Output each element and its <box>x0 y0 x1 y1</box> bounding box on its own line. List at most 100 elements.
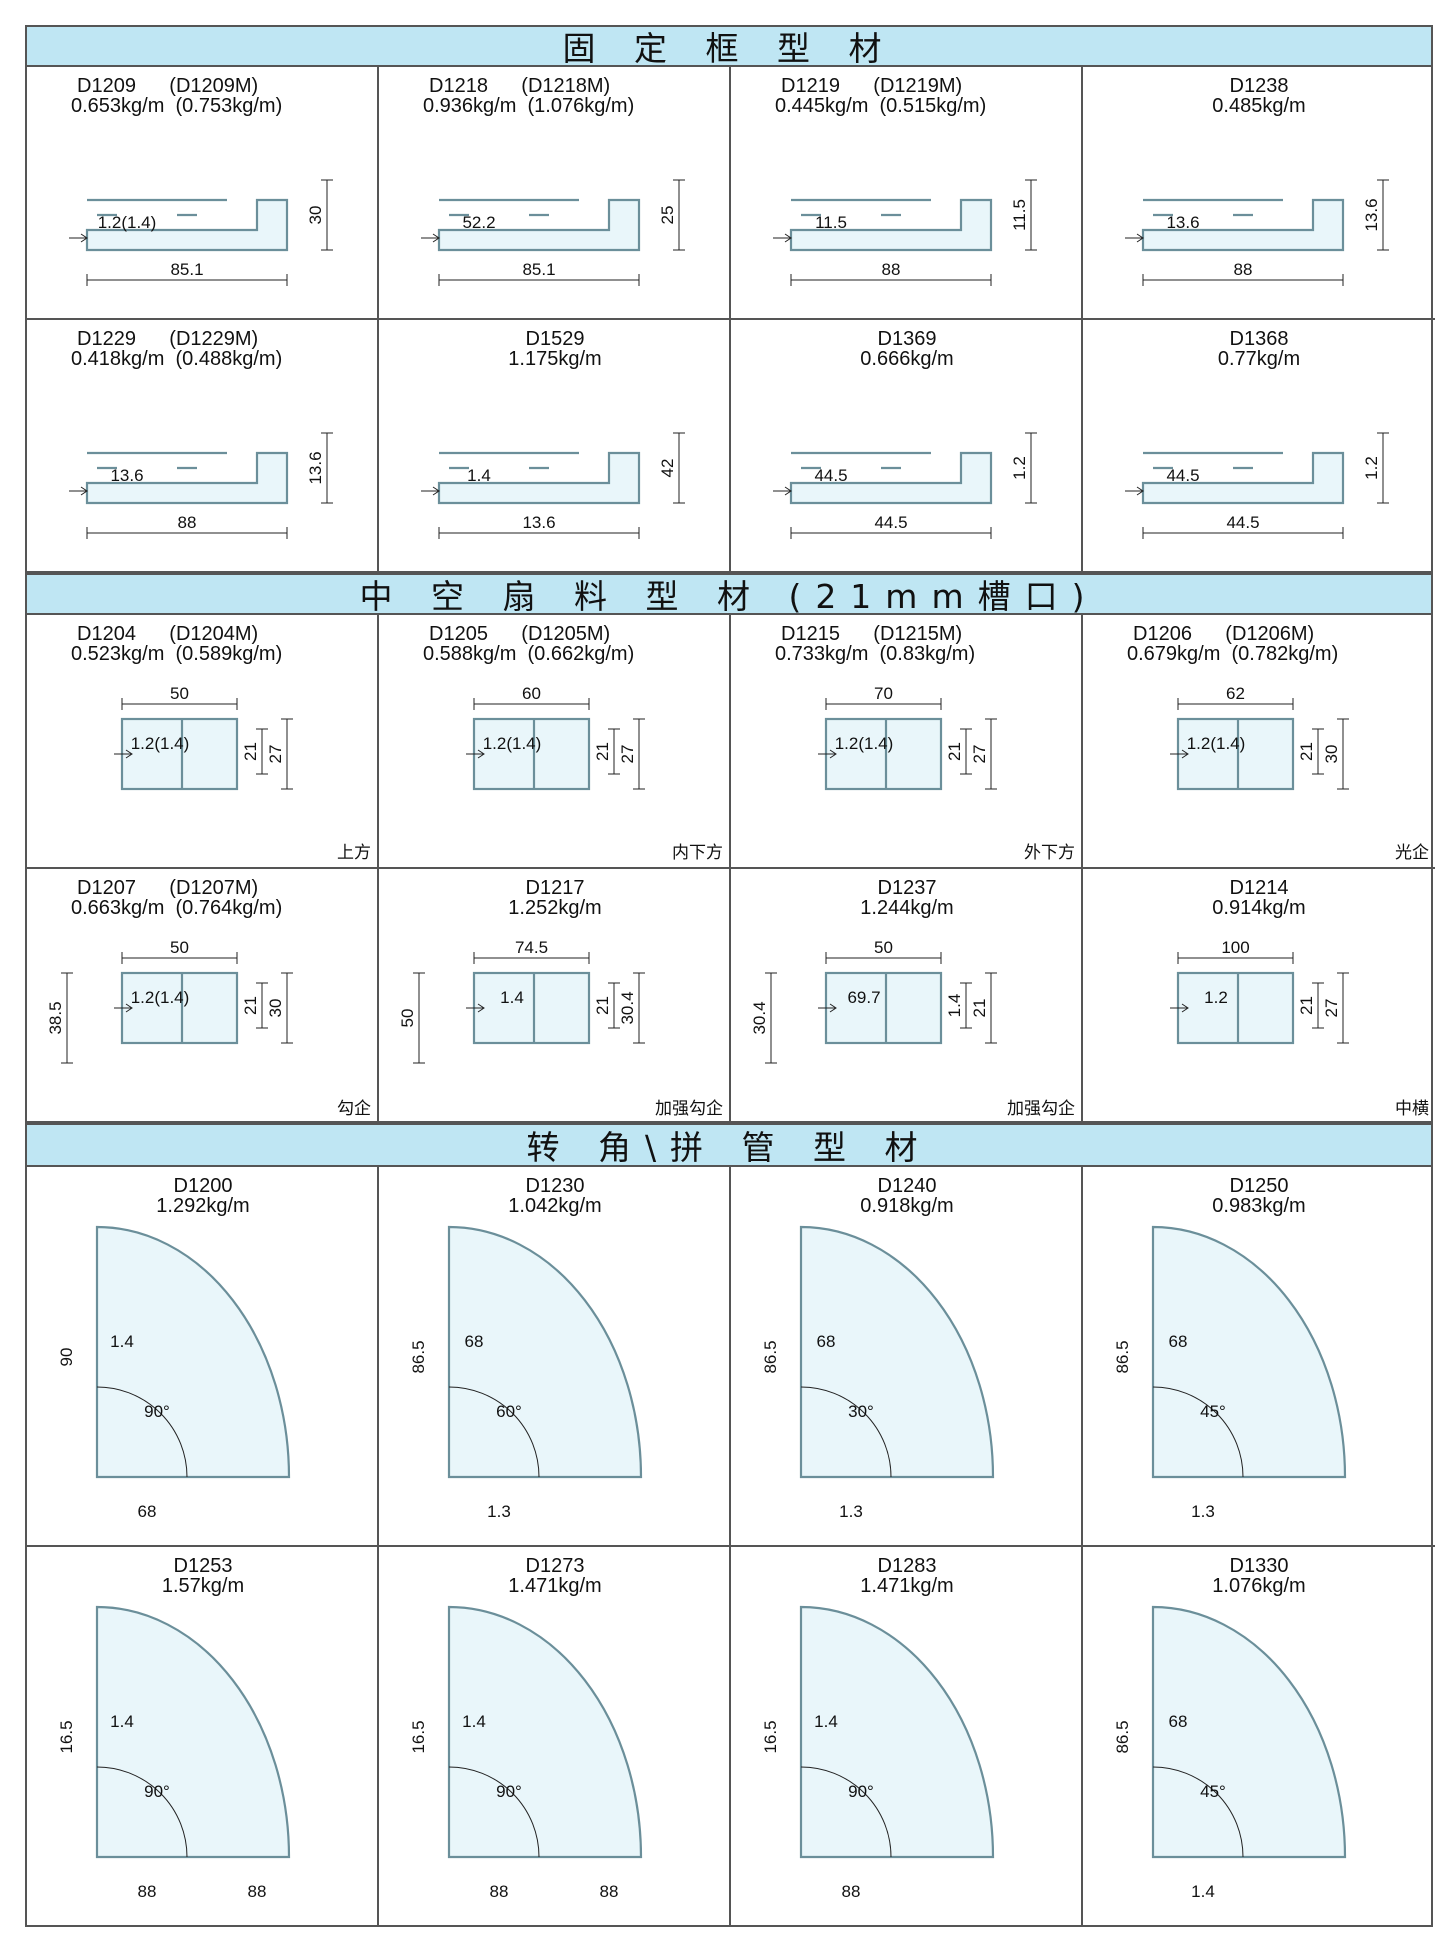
dimension-label: 68 <box>138 1502 157 1521</box>
dimension-label: 1.2 <box>1204 988 1228 1007</box>
profile-code: D1230 <box>525 1175 585 1197</box>
profile-weight-line: 0.523kg/m (0.589kg/m) <box>71 643 282 665</box>
profile-code: D1214 <box>1229 877 1289 899</box>
profile-shape <box>95 1225 291 1479</box>
profile-weight: 0.679kg/m <box>1127 643 1221 665</box>
profile-alt-code: (D1229M) <box>169 328 259 350</box>
angle-label: 45° <box>1200 1402 1226 1421</box>
profile-weight: 1.042kg/m <box>508 1195 602 1217</box>
dimension-label: 13.6 <box>1362 198 1381 231</box>
profile-shape <box>87 451 227 470</box>
angle-arc <box>1152 1386 1244 1478</box>
profile-shape <box>1141 198 1345 252</box>
profile-shape <box>95 1605 291 1859</box>
profile-code: D1204 <box>77 623 136 645</box>
profile-weight: 0.445kg/m <box>775 95 869 117</box>
profile-code-line: D1207 (D1207M) <box>77 877 258 899</box>
angle-arc <box>448 1766 540 1858</box>
dimension-arrow <box>1125 486 1144 496</box>
profile-code-line: D1219 (D1219M) <box>781 75 962 97</box>
profile-alt-code: (D1209M) <box>169 75 259 97</box>
dimension-label: 1.4 <box>1191 1882 1215 1901</box>
profile-weight: 1.471kg/m <box>860 1575 954 1597</box>
profile-shape <box>85 198 289 252</box>
profile-shape <box>87 198 227 217</box>
profile-shape <box>789 198 993 252</box>
profile-code: D1217 <box>525 877 585 899</box>
profile-code: D1253 <box>173 1555 233 1577</box>
profile-weight-line: 1.471kg/m <box>379 1575 729 1597</box>
dimension-label: 1.2(1.4) <box>131 988 190 1007</box>
dimension-label: 13.6 <box>306 451 325 484</box>
profile-tag: 外下方 <box>1024 843 1075 863</box>
dimension-arrow <box>773 486 792 496</box>
angle-arc <box>448 1386 540 1478</box>
profile-shape <box>789 451 993 505</box>
profile-alt-weight: (0.515kg/m) <box>879 95 987 117</box>
dimension-label: 86.5 <box>1113 1340 1132 1373</box>
profile-tag: 内下方 <box>672 843 723 863</box>
profile-code: D1283 <box>877 1555 937 1577</box>
profile-code-line: D1204 (D1204M) <box>77 623 258 645</box>
profile-weight: 1.175kg/m <box>508 348 602 370</box>
profile-code: D1205 <box>429 623 488 645</box>
dimension-label: 1.4 <box>110 1332 134 1351</box>
dimension-label: 1.2 <box>1362 456 1381 480</box>
dimension-label: 1.4 <box>467 466 491 485</box>
dimension-label: 88 <box>138 1882 157 1901</box>
dimension-label: 16.5 <box>409 1720 428 1753</box>
dimension-label: 44.5 <box>874 513 907 532</box>
profile-weight-line: 1.252kg/m <box>379 897 729 919</box>
angle-label: 30° <box>848 1402 874 1421</box>
dimension-label: 44.5 <box>814 466 847 485</box>
dimension-arrow <box>114 1003 133 1013</box>
dimension-label: 27 <box>1322 999 1341 1018</box>
profile-alt-weight: (1.076kg/m) <box>527 95 635 117</box>
profile-code-line: D1230 <box>379 1175 729 1197</box>
profile-code-line: D1229 (D1229M) <box>77 328 258 350</box>
dimension-label: 1.4 <box>945 994 964 1018</box>
dimension-label: 68 <box>1169 1712 1188 1731</box>
dimension-label: 21 <box>593 996 612 1015</box>
profile-code-line: D1330 <box>1083 1555 1435 1577</box>
profile-alt-weight: (0.753kg/m) <box>175 95 283 117</box>
profile-weight: 1.292kg/m <box>156 1195 250 1217</box>
profile-code-line: D1529 <box>379 328 729 350</box>
dimension-label: 50 <box>874 938 893 957</box>
dimension-label: 52.2 <box>462 213 495 232</box>
profile-code: D1229 <box>77 328 136 350</box>
profile-shape <box>472 971 591 1045</box>
profile-code-line: D1238 <box>1083 75 1435 97</box>
dimension-label: 50 <box>170 684 189 703</box>
profile-tag: 加强勾企 <box>1007 1099 1075 1119</box>
dimension-label: 1.3 <box>1191 1502 1215 1521</box>
dimension-label: 90 <box>57 1348 76 1367</box>
profile-alt-code: (D1219M) <box>873 75 963 97</box>
profile-shape <box>799 1605 995 1859</box>
dimension-label: 27 <box>266 745 285 764</box>
profile-code: D1529 <box>525 328 585 350</box>
profile-shape <box>447 1605 643 1859</box>
dimension-label: 30.4 <box>750 1001 769 1034</box>
dimension-label: 1.2(1.4) <box>98 213 157 232</box>
profile-weight: 0.588kg/m <box>423 643 517 665</box>
profile-code-line: D1205 (D1205M) <box>429 623 610 645</box>
profile-code: D1215 <box>781 623 840 645</box>
dimension-label: 50 <box>398 1009 417 1028</box>
dimension-label: 27 <box>618 745 637 764</box>
profile-weight-line: 0.983kg/m <box>1083 1195 1435 1217</box>
profile-code-line: D1250 <box>1083 1175 1435 1197</box>
dimension-label: 30.4 <box>618 991 637 1024</box>
section-title: 固 定 框 型 材 <box>562 29 896 68</box>
profile-shape <box>1151 1605 1347 1859</box>
profile-code: D1206 <box>1133 623 1192 645</box>
angle-label: 45° <box>1200 1782 1226 1801</box>
